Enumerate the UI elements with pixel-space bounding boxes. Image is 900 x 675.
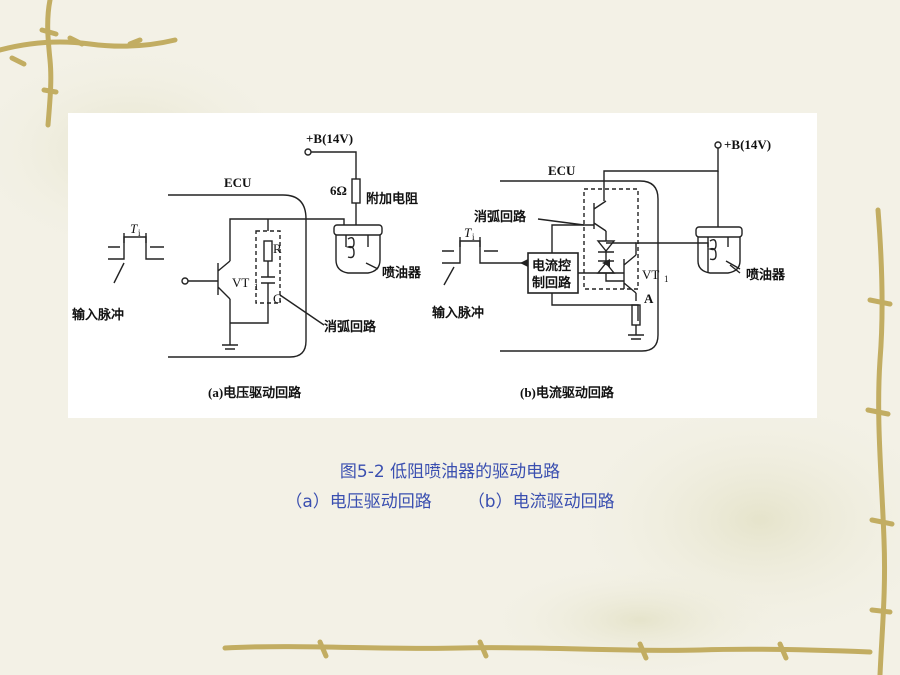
snubber-label-b: 消弧回路 [474,209,527,224]
injector-a [335,235,381,274]
transistor-sub-b: 1 [664,274,669,284]
bamboo-top-left [0,0,178,128]
circuit-a-diagram [108,148,383,358]
input-pulse-b [442,240,528,264]
supply-label-a: +B(14V) [306,131,353,146]
caption-a-figure: (a)电压驱动回路 [208,385,302,400]
transistor-vt1-b [623,254,637,294]
input-terminal-a [181,277,189,285]
resistor-value-label: 6Ω [330,183,347,198]
node-a-label: A [644,291,654,306]
control-label-line1: 电流控 [532,258,571,273]
supply-terminal-a [304,148,312,156]
ground-a [222,339,238,350]
pulse-subscript-b: i [472,232,475,242]
bamboo-right [865,207,895,675]
supply-label-b: +B(14V) [724,137,771,152]
snubber-c-label: C [273,291,282,306]
resistor-name-label: 附加电阻 [366,191,418,206]
pulse-subscript-a: i [138,228,141,238]
input-pulse-label-b: 输入脉冲 [432,305,484,320]
control-label-line2: 制回路 [532,275,572,290]
bamboo-bottom [222,639,873,661]
injector-label-b: 喷油器 [746,267,786,282]
ecu-boundary-b [500,180,659,352]
slide-caption-subtitles: （a）电压驱动回路 （b）电流驱动回路 [0,487,900,512]
pulse-symbol-a: T [130,221,138,236]
input-pulse-a [108,236,164,260]
figure-title: 图5-2 低阻喷油器的驱动电路 [339,462,561,482]
subcaption-b: （b）电流驱动回路 [467,492,615,512]
transistor-vt1-a [217,260,231,300]
snubber-transistor-b [593,200,607,232]
ecu-label-b: ECU [548,163,576,178]
snubber-resistor-r [263,240,273,262]
ecu-boundary-a [168,194,307,358]
snubber-r-label: R [273,241,282,256]
subcaption-a: （a）电压驱动回路 [285,492,432,512]
injector-label-a: 喷油器 [382,265,422,280]
sense-resistor [631,304,641,326]
input-pulse-label-a: 输入脉冲 [72,307,124,322]
injector-b [697,237,741,274]
circuit-figure-panel: +B(14V) 6Ω 附加电阻 ECU T i 输入脉冲 VT 1 R C 消弧… [68,113,817,418]
snubber-label-a: 消弧回路 [324,319,377,334]
resistor-6ohm [351,178,361,204]
transistor-sub-a: 1 [254,282,259,292]
arrow-heads-b [520,259,610,267]
transistor-label-a: VT [232,275,249,290]
caption-b-figure: (b)电流驱动回路 [520,385,615,400]
slide-caption-title: 图5-2 低阻喷油器的驱动电路 [0,457,900,482]
snubber-box-b [583,188,639,290]
circuit-b-diagram [442,141,743,352]
supply-terminal-b [714,141,722,149]
ecu-label-a: ECU [224,175,252,190]
pulse-symbol-b: T [464,225,472,240]
flower-wash [480,560,800,675]
transistor-label-b: VT [642,267,659,282]
